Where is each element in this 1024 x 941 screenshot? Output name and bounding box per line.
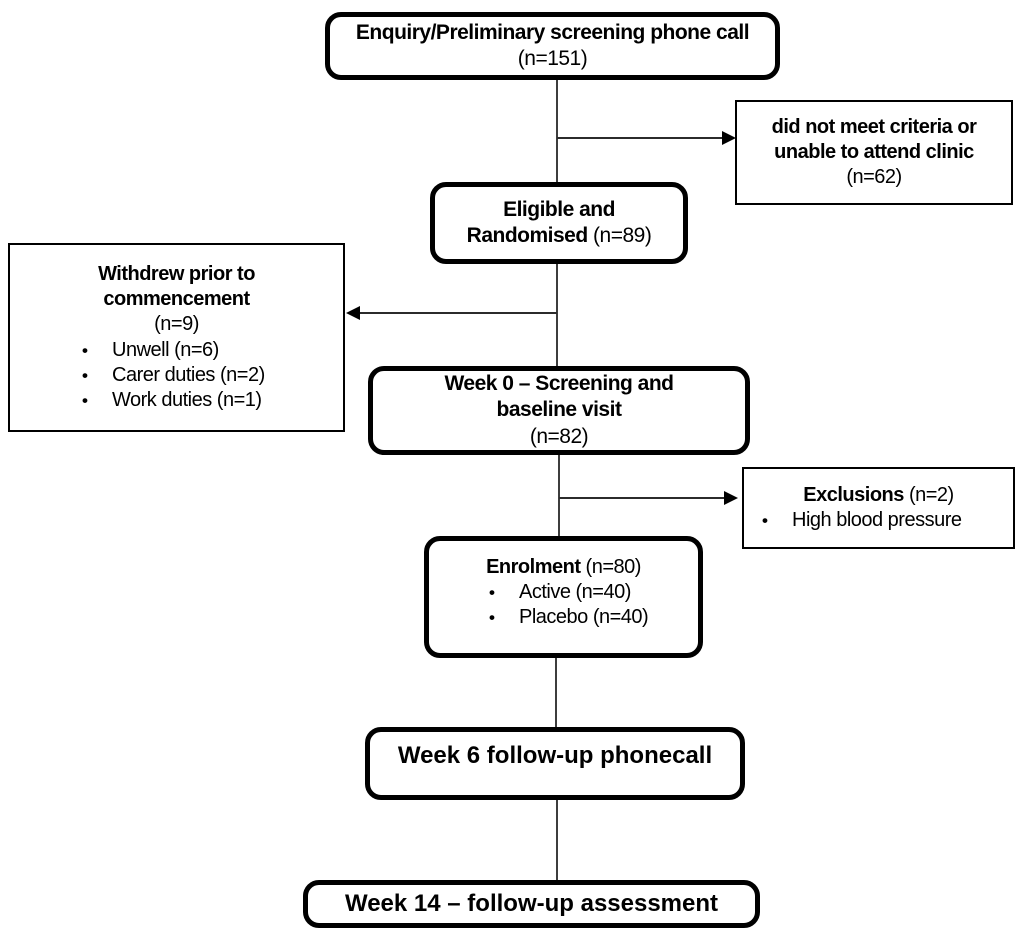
node-withdrew-count: (n=9)	[154, 313, 199, 336]
bullet-item: • High blood pressure	[762, 508, 962, 533]
node-did-not-meet-criteria: did not meet criteria or unable to atten…	[735, 100, 1013, 205]
node-enquiry-title: Enquiry/Preliminary screening phone call	[355, 20, 750, 44]
bullet-text: Active (n=40)	[519, 581, 631, 604]
connector-eligible-to-week0	[556, 263, 558, 367]
node-exclusions: Exclusions (n=2) • High blood pressure	[742, 467, 1015, 549]
node-enrolment-bullets: • Active (n=40) • Placebo (n=40)	[489, 580, 698, 630]
connector-week0-to-enrolment	[558, 454, 560, 537]
node-exclusions-label: Exclusions	[803, 483, 904, 506]
node-eligible-label: Randomised	[466, 224, 589, 247]
node-week14-title: Week 14 – follow-up assessment	[344, 889, 719, 917]
node-enrolment-count: (n=80)	[585, 556, 642, 578]
arrowhead-withdrew-icon	[346, 306, 360, 320]
node-week0-line1: Week 0 – Screening and	[444, 371, 674, 395]
node-not-meet-line2: unable to attend clinic	[774, 140, 974, 163]
bullet-item: • Placebo (n=40)	[489, 605, 649, 630]
node-enrolment: Enrolment (n=80) • Active (n=40) • Place…	[424, 536, 703, 658]
connector-branch-not-meet	[557, 137, 725, 139]
node-withdrew-bullets: • Unwell (n=6) • Carer duties (n=2) • Wo…	[82, 338, 343, 414]
node-week0-count: (n=82)	[529, 424, 589, 448]
bullet-marker-icon: •	[489, 583, 495, 603]
connector-branch-exclusions	[559, 497, 727, 499]
node-week0-screening: Week 0 – Screening and baseline visit (n…	[368, 366, 750, 455]
arrowhead-not-meet-icon	[722, 131, 736, 145]
bullet-marker-icon: •	[762, 511, 768, 530]
node-enquiry-count: (n=151)	[517, 47, 588, 70]
node-withdrew-prior: Withdrew prior to commencement (n=9) • U…	[8, 243, 345, 432]
node-week0-line2: baseline visit	[496, 398, 622, 422]
bullet-item: • Active (n=40)	[489, 580, 631, 605]
node-not-meet-count: (n=62)	[846, 166, 902, 189]
node-withdrew-line2: commencement	[103, 288, 250, 311]
connector-enrolment-to-week6	[555, 657, 557, 728]
node-enquiry-screening: Enquiry/Preliminary screening phone call…	[325, 12, 780, 80]
node-week14-assessment: Week 14 – follow-up assessment	[303, 880, 760, 928]
bullet-marker-icon: •	[82, 365, 88, 385]
bullet-item: • Carer duties (n=2)	[82, 363, 265, 388]
node-week6-phonecall: Week 6 follow-up phonecall	[365, 727, 745, 800]
bullet-text: Carer duties (n=2)	[112, 363, 265, 386]
node-week6-title: Week 6 follow-up phonecall	[397, 742, 713, 769]
connector-enquiry-to-eligible	[556, 79, 558, 183]
bullet-item: • Work duties (n=1)	[82, 388, 262, 413]
node-withdrew-line1: Withdrew prior to	[98, 262, 255, 285]
node-exclusions-title: Exclusions (n=2)	[744, 483, 1013, 508]
bullet-text: Placebo (n=40)	[519, 606, 649, 629]
node-exclusions-bullets: • High blood pressure	[762, 508, 1013, 533]
node-eligible-randomised: Eligible and Randomised (n=89)	[430, 182, 688, 264]
node-enrolment-label: Enrolment	[486, 556, 581, 578]
bullet-text: Work duties (n=1)	[112, 388, 262, 411]
node-not-meet-line1: did not meet criteria or	[771, 115, 977, 138]
bullet-text: High blood pressure	[792, 509, 962, 531]
node-enrolment-title: Enrolment (n=80)	[429, 555, 698, 580]
bullet-marker-icon: •	[82, 340, 88, 360]
arrowhead-exclusions-icon	[724, 491, 738, 505]
bullet-item: • Unwell (n=6)	[82, 338, 219, 363]
node-eligible-count: (n=89)	[593, 224, 652, 247]
bullet-text: Unwell (n=6)	[112, 338, 219, 361]
connector-week6-to-week14	[556, 799, 558, 881]
node-eligible-line1: Eligible and	[503, 197, 615, 221]
bullet-marker-icon: •	[82, 390, 88, 410]
node-exclusions-count: (n=2)	[908, 483, 954, 506]
bullet-marker-icon: •	[489, 608, 495, 628]
connector-branch-withdrew	[358, 312, 557, 314]
node-eligible-line2: Randomised (n=89)	[435, 223, 683, 249]
